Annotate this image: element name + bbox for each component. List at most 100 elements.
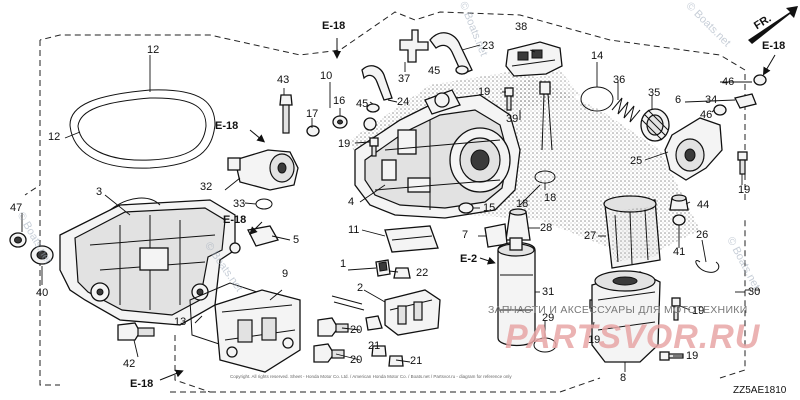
callout: 8 <box>620 372 627 384</box>
reference-arrows <box>159 38 776 381</box>
bolt-42 <box>117 322 141 341</box>
callout: 19 <box>588 334 601 346</box>
callout: 17 <box>306 108 319 120</box>
callout: 10 <box>320 70 333 82</box>
sensor-38 <box>505 41 563 77</box>
t-joint <box>399 29 429 63</box>
nut-21-a <box>371 345 387 357</box>
callout: 18 <box>544 192 557 204</box>
callout: 37 <box>398 73 411 85</box>
callout: 16 <box>333 95 346 107</box>
callout: 12 <box>147 44 160 56</box>
callout: 2 <box>357 282 364 294</box>
callout: 25 <box>630 155 643 167</box>
callout: 4 <box>348 196 355 208</box>
pin-pair <box>331 295 365 311</box>
callout: 36 <box>613 74 626 86</box>
o-ring-33 <box>255 198 273 210</box>
ref-e18[interactable]: E-18 <box>215 120 239 132</box>
ref-e2[interactable]: E-2 <box>460 253 478 265</box>
callout: 15 <box>483 202 496 214</box>
bolt-43 <box>279 94 293 106</box>
rail-11 <box>384 225 439 253</box>
callout: 20 <box>350 354 363 366</box>
bracket-7 <box>484 223 508 248</box>
callout: 19 <box>478 86 491 98</box>
callout: 21 <box>410 355 423 367</box>
spring-36 <box>611 97 641 123</box>
callout: 12 <box>48 131 61 143</box>
callout: 27 <box>584 230 597 242</box>
ref-e18[interactable]: E-18 <box>223 214 247 226</box>
grommet-15 <box>458 202 474 214</box>
ref-e18[interactable]: E-18 <box>130 378 154 390</box>
callout: 21 <box>368 340 381 352</box>
callout: 47 <box>10 202 23 214</box>
callout: 19 <box>692 305 705 317</box>
callout: 19 <box>738 184 751 196</box>
callout: 35 <box>648 87 661 99</box>
copyright-fineprint: Copyright. All rights reserved. Sheet - … <box>230 374 512 379</box>
watermark-logo: PARTSVOR.RU <box>505 318 761 356</box>
callout: 32 <box>200 181 213 193</box>
connector-39 <box>539 81 551 95</box>
bolt-20-a <box>317 317 339 337</box>
callout: 42 <box>123 358 136 370</box>
callout: 40 <box>36 287 49 299</box>
callout: 14 <box>591 50 604 62</box>
callout: 46 <box>700 109 713 121</box>
ref-e18[interactable]: E-18 <box>762 40 786 52</box>
callout: 19 <box>686 350 699 362</box>
hose-37 <box>361 65 393 101</box>
callout: 3 <box>96 186 103 198</box>
callout: 11 <box>348 224 360 236</box>
clip-45-left <box>366 103 380 113</box>
callout: 31 <box>542 286 555 298</box>
callout: 39 <box>506 113 519 125</box>
callout: 18 <box>516 198 529 210</box>
callout: 33 <box>233 198 246 210</box>
callout: 7 <box>462 229 469 241</box>
callout: 34 <box>705 94 718 106</box>
callout: 44 <box>697 199 710 211</box>
o-ring-14 <box>580 86 614 112</box>
callout: 28 <box>540 222 553 234</box>
clip-26 <box>695 260 720 273</box>
callout: 41 <box>673 246 686 258</box>
callout: 45 <box>428 65 441 77</box>
leader-lines <box>21 44 752 372</box>
callout: 20 <box>350 324 363 336</box>
diagram-code: ZZ5AE1810 <box>733 385 787 396</box>
clip-45-top <box>455 65 469 75</box>
filter-35 <box>640 108 670 142</box>
callout: 23 <box>482 40 495 52</box>
front-direction-arrow <box>748 6 798 44</box>
gasket-12 <box>69 89 216 169</box>
bolt-20-b <box>313 343 335 363</box>
callout: 30 <box>748 286 761 298</box>
callout: 5 <box>293 234 300 246</box>
assembly-boundary <box>24 11 746 393</box>
callout: 19 <box>338 138 351 150</box>
washer-46-a <box>753 74 767 86</box>
callout: 1 <box>340 258 347 270</box>
watermark-tagline: ЗАПЧАСТИ И АКСЕССУАРЫ ДЛЯ МОТОТЕХНИКИ <box>488 304 748 316</box>
nut-21-b <box>388 355 404 367</box>
washer-41 <box>672 214 686 226</box>
callout: 45 <box>356 98 369 110</box>
callout: 26 <box>696 229 709 241</box>
callout: 24 <box>397 96 410 108</box>
washer-17 <box>306 125 320 137</box>
callout: 22 <box>416 267 429 279</box>
callout: 6 <box>675 94 682 106</box>
callout: 29 <box>542 312 555 324</box>
grommet-28 <box>505 211 531 241</box>
connector-block-2 <box>384 289 441 336</box>
fuel-pump-31 <box>497 241 536 347</box>
callout: 13 <box>174 316 187 328</box>
ref-e18[interactable]: E-18 <box>322 20 346 32</box>
callout: 9 <box>282 268 289 280</box>
fitting-34 <box>734 93 757 109</box>
